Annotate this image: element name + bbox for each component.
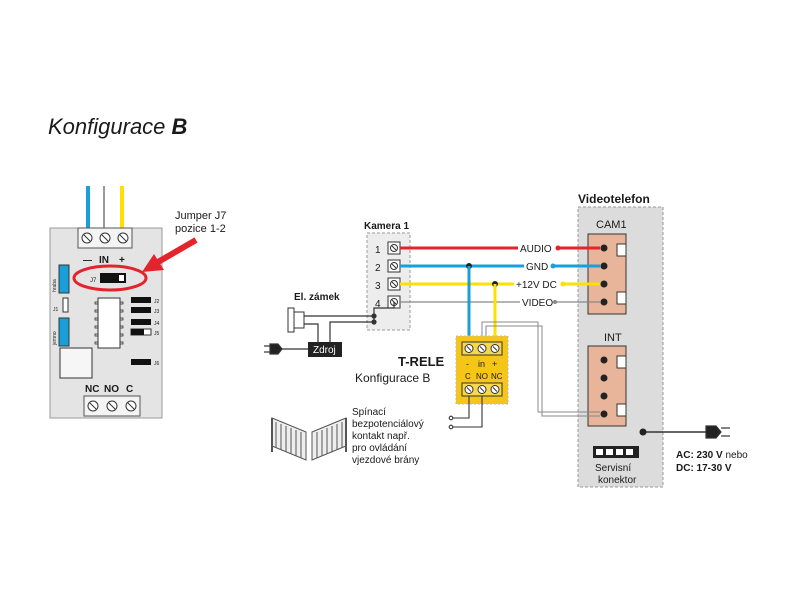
relay-terminal-block bbox=[83, 395, 141, 417]
in-terminal-block bbox=[77, 227, 133, 249]
relay-subtitle: Konfigurace B bbox=[355, 371, 430, 385]
power-ac: AC: 230 V nebo bbox=[676, 450, 748, 461]
callout-line1: Jumper J7 bbox=[175, 210, 226, 222]
in-minus-label: — bbox=[83, 255, 92, 265]
relay-nc-label: NC bbox=[491, 372, 503, 381]
gate-note-3: kontakt např. bbox=[352, 431, 410, 442]
board-no-label: NO bbox=[104, 384, 119, 395]
j1-label: J1 bbox=[53, 307, 59, 313]
gate-contact-wires bbox=[448, 396, 483, 430]
side-label-bottom: jemno bbox=[52, 331, 58, 346]
gnd-label: GND bbox=[526, 262, 548, 273]
j7-jumper bbox=[100, 273, 126, 283]
in-plus-label: + bbox=[119, 255, 125, 266]
power-supply-box bbox=[308, 342, 342, 357]
j4-jumper bbox=[131, 319, 151, 325]
camera-terminal-2: 2 bbox=[375, 263, 381, 274]
j3-jumper bbox=[131, 307, 151, 313]
ic-chip bbox=[97, 297, 121, 349]
j3-label: J3 bbox=[154, 309, 160, 315]
side-label-top: hraba bbox=[52, 279, 58, 292]
relay-c-label: C bbox=[465, 372, 471, 381]
service-label-2: konektor bbox=[598, 475, 637, 486]
videophone-title: Videotelefon bbox=[578, 192, 650, 206]
j7-label: J7 bbox=[90, 278, 97, 284]
side-jumper-bottom bbox=[58, 317, 70, 347]
relay-in-label: in bbox=[478, 359, 485, 369]
callout-line2: pozice 1-2 bbox=[175, 223, 226, 235]
cam-label: CAM1 bbox=[596, 219, 627, 231]
board-group: — IN + hraba jemno J1 J7 J2 J3 J4 J5 bbox=[49, 186, 163, 419]
side-jumper-top bbox=[58, 264, 70, 294]
page-title: Konfigurace B bbox=[48, 114, 188, 139]
mains-plug-icon bbox=[705, 425, 730, 439]
j5-label: J5 bbox=[154, 331, 160, 337]
j2-jumper bbox=[131, 297, 151, 303]
j2-label: J2 bbox=[154, 299, 160, 305]
lock-power-plug-icon bbox=[264, 343, 308, 355]
camera-terminal-3: 3 bbox=[375, 281, 381, 292]
j6-label: J6 bbox=[154, 361, 160, 367]
audio-wire bbox=[400, 245, 600, 251]
video-wire bbox=[400, 300, 600, 304]
v12-label: +12V DC bbox=[516, 280, 557, 291]
gate-note-2: bezpotenciálový bbox=[352, 419, 424, 430]
j7-highlight-ring bbox=[72, 264, 148, 292]
v12-wire bbox=[400, 281, 600, 287]
relay-title: T-RELE bbox=[398, 354, 445, 369]
j6-jumper bbox=[131, 359, 151, 365]
service-connector bbox=[593, 446, 639, 458]
video-label: VIDEO bbox=[522, 298, 553, 309]
power-dc: DC: 17-30 V bbox=[676, 463, 732, 474]
electric-lock-icon bbox=[287, 307, 305, 333]
camera-title: Kamera 1 bbox=[364, 221, 409, 232]
relay-no-label: NO bbox=[476, 372, 488, 381]
relay-top-terminals bbox=[461, 341, 503, 356]
lock-label: El. zámek bbox=[294, 292, 340, 303]
relay-minus-label: - bbox=[466, 359, 469, 369]
gnd-wire bbox=[400, 263, 600, 269]
callout-arrow bbox=[142, 237, 198, 272]
audio-label: AUDIO bbox=[520, 244, 552, 255]
int-connector bbox=[587, 345, 627, 427]
j1-jumper bbox=[62, 297, 69, 313]
mains-cable bbox=[639, 428, 706, 436]
j4-label: J4 bbox=[154, 321, 160, 327]
board-component bbox=[59, 347, 93, 379]
gate-note-5: vjezdové brány bbox=[352, 455, 419, 466]
relay-int-link bbox=[481, 321, 600, 417]
gate-icon bbox=[271, 417, 347, 461]
gate-note-4: pro ovládání bbox=[352, 443, 407, 454]
service-label-1: Servisní bbox=[595, 463, 631, 474]
camera-terminals: 1 2 3 4 bbox=[375, 241, 401, 310]
camera-terminal-1: 1 bbox=[375, 245, 381, 256]
in-label: IN bbox=[99, 255, 109, 266]
int-label: INT bbox=[604, 332, 622, 344]
relay-plus-label: + bbox=[492, 359, 497, 369]
lock-wires bbox=[304, 302, 395, 342]
gate-note-1: Spínací bbox=[352, 407, 386, 418]
relay-bottom-terminals bbox=[461, 382, 503, 397]
board-nc-label: NC bbox=[85, 384, 99, 395]
camera-terminal-4: 4 bbox=[375, 299, 381, 310]
power-supply-label: Zdroj bbox=[313, 345, 336, 356]
board-c-label: C bbox=[126, 384, 133, 395]
